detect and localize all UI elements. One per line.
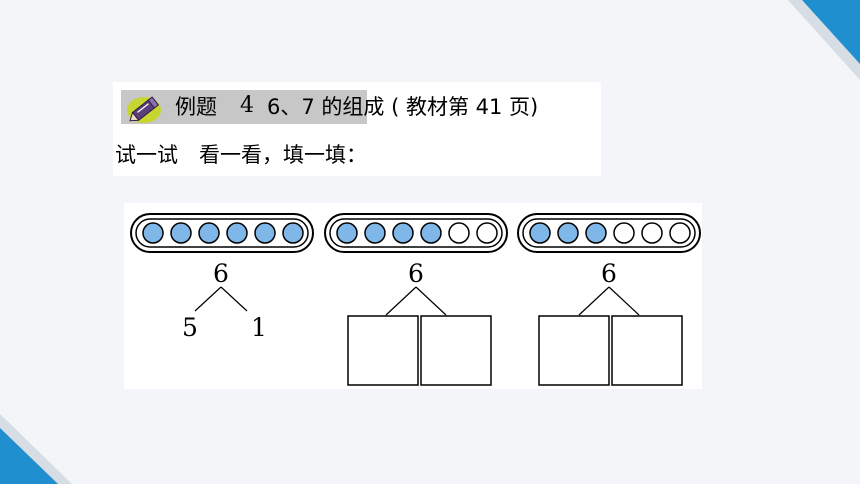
bead-1-2 <box>170 222 192 244</box>
instruction-text: 试一试 看一看，填一填： <box>115 143 367 167</box>
tree-line-right-1 <box>220 286 248 312</box>
bead-1-5 <box>254 222 276 244</box>
composition-figures-panel: 6 5 1 6 6 <box>124 203 702 389</box>
bead-1-4 <box>226 222 248 244</box>
bead-2-5 <box>448 222 470 244</box>
example-header-panel: 例题 4 6、7 的组成 ( 教材第 41 页) 试一试 看一看，填一填： <box>113 82 601 176</box>
bead-2-1 <box>336 222 358 244</box>
bead-3-2 <box>557 222 579 244</box>
bead-3-6 <box>669 222 691 244</box>
tree-line-right-2 <box>415 286 447 316</box>
part-right-number-1: 1 <box>251 313 267 342</box>
bead-2-6 <box>476 222 498 244</box>
bead-2-2 <box>364 222 386 244</box>
tree-line-left-1 <box>194 286 222 312</box>
tree-line-left-2 <box>385 286 417 316</box>
example-number: 4 <box>240 93 254 118</box>
answer-box-left-2 <box>347 315 419 386</box>
bead-1-6 <box>282 222 304 244</box>
whole-number-2: 6 <box>408 259 424 288</box>
example-label: 例题 <box>175 95 217 119</box>
bead-3-3 <box>585 222 607 244</box>
bead-3-1 <box>529 222 551 244</box>
composition-figures <box>130 213 701 386</box>
part-left-number-1: 5 <box>182 313 198 342</box>
bead-2-3 <box>392 222 414 244</box>
example-badge: 例题 4 <box>121 90 367 124</box>
answer-box-right-2 <box>420 315 492 386</box>
answer-box-left-3 <box>538 315 610 386</box>
bead-1-3 <box>198 222 220 244</box>
corner-decoration-top-right <box>788 0 860 80</box>
bead-3-5 <box>641 222 663 244</box>
corner-decoration-bottom-left <box>0 414 72 484</box>
bead-2-4 <box>420 222 442 244</box>
tree-line-right-3 <box>608 286 640 316</box>
whole-number-3: 6 <box>601 259 617 288</box>
tree-line-left-3 <box>578 286 610 316</box>
bead-1-1 <box>142 222 164 244</box>
example-title: 6、7 的组成 ( 教材第 41 页) <box>267 95 539 119</box>
whole-number-1: 6 <box>213 259 229 288</box>
pencil-icon <box>127 96 161 123</box>
answer-box-right-3 <box>611 315 683 386</box>
bead-3-4 <box>613 222 635 244</box>
